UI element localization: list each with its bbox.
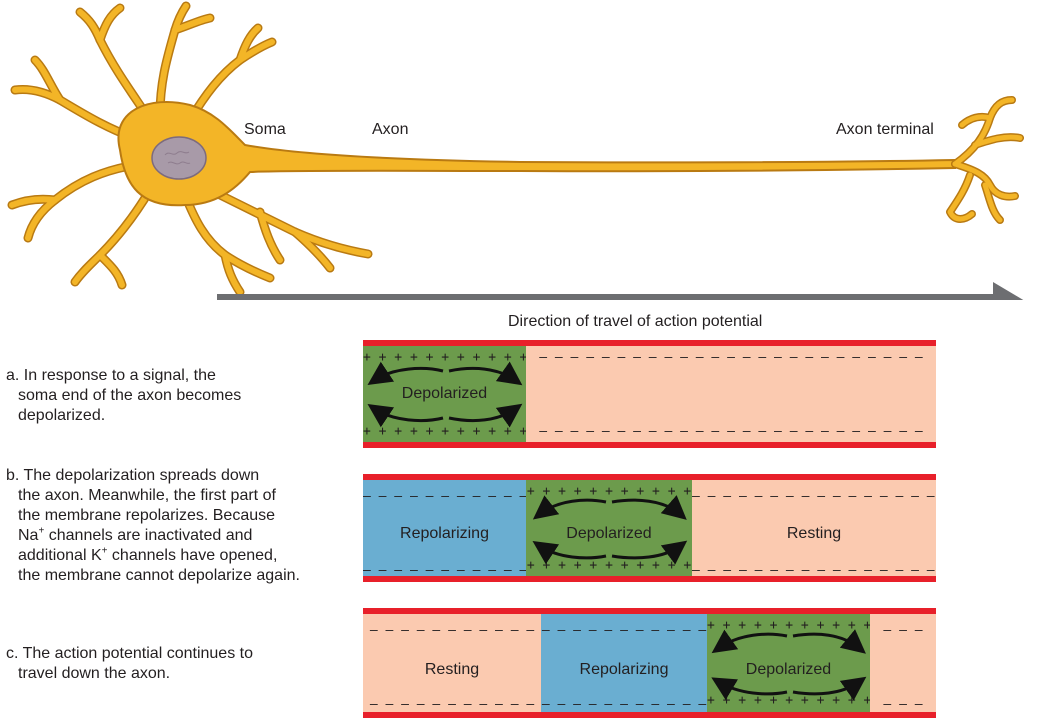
axon-label: Axon bbox=[372, 121, 409, 138]
charges-top: + + + + + + + + + + + bbox=[363, 351, 526, 364]
step-b-text: additional K bbox=[18, 547, 102, 564]
charges-bottom: — — — — — — — — — — — bbox=[363, 564, 526, 577]
charges-bottom: — — — — — — — — — — — — — — — — — — — — … bbox=[692, 564, 936, 577]
step-b-line: Na+ channels are inactivated and bbox=[6, 526, 300, 546]
axon-terminal-branches bbox=[946, 96, 1024, 224]
soma-label: Soma bbox=[244, 121, 286, 138]
step-c-line: c. The action potential continues to bbox=[6, 645, 253, 662]
axon-strip-c: — — — — — — — — — — — — — — — — — — — — … bbox=[363, 608, 936, 718]
resting-region: — — — — — — — — — — — — — — — — — — — — … bbox=[363, 614, 541, 712]
step-a-line: a. In response to a signal, the bbox=[6, 367, 216, 384]
charges-top: — — — — — — — — — — — — — — — — — — — — … bbox=[539, 351, 923, 364]
axon-strip-b: — — — — — — — — — — — — — — — — — — — — … bbox=[363, 474, 936, 582]
membrane-top bbox=[363, 340, 936, 346]
depolarized-region: + + + + + + + + + + + + + + + + + + + + … bbox=[526, 480, 692, 576]
axon-strip-a: + + + + + + + + + + + + + + + + + + + + … bbox=[363, 340, 936, 448]
neuron-dendrites bbox=[7, 1, 373, 297]
resting-charges-region: — — — — — — — — — — — — — — — — — — — — … bbox=[526, 346, 936, 442]
resting-region: — — — — — — bbox=[870, 614, 936, 712]
resting-label: Resting bbox=[786, 525, 842, 542]
step-a-line: soma end of the axon becomes bbox=[18, 387, 242, 404]
resting-region: — — — — — — — — — — — — — — — — — — — — … bbox=[692, 480, 936, 577]
depolarized-region: + + + + + + + + + + + + + + + + + + + + … bbox=[363, 346, 526, 442]
step-b-line: the axon. Meanwhile, the first part of bbox=[18, 487, 276, 504]
current-arrows bbox=[367, 361, 523, 428]
sodium-symbol: Na bbox=[18, 527, 39, 544]
charges-top: — — — — — — — — — — — bbox=[541, 624, 707, 637]
step-b-text: channels have opened, bbox=[107, 547, 278, 564]
step-b-line: the membrane repolarizes. Because bbox=[18, 507, 276, 524]
current-arrows bbox=[532, 495, 688, 565]
charges-top: — — — — — — — — — — — bbox=[363, 490, 526, 503]
step-b-text: channels are inactivated and bbox=[44, 527, 253, 544]
charges-top: + + + + + + + + + + + bbox=[526, 485, 692, 498]
resting-label: Resting bbox=[424, 661, 480, 678]
membrane-top bbox=[363, 474, 936, 480]
step-c-line: travel down the axon. bbox=[18, 665, 171, 682]
charges-bottom: + + + + + + + + + + + bbox=[363, 425, 526, 438]
charges-bottom: + + + + + + + + + + + bbox=[707, 694, 870, 707]
charges-top: — — — — — — — — — — — — — — — — — — — — … bbox=[692, 490, 936, 503]
repolarizing-region: — — — — — — — — — — — — — — — — — — — — … bbox=[541, 614, 707, 712]
charges-bottom: — — — — — — — — — — — bbox=[541, 698, 707, 711]
charges-bottom: — — — bbox=[883, 698, 923, 711]
repolarizing-label: Repolarizing bbox=[579, 661, 669, 678]
nucleus bbox=[151, 136, 207, 180]
membrane-bottom bbox=[363, 712, 936, 718]
charges-top: — — — bbox=[883, 624, 923, 637]
charge-superscript: + bbox=[38, 525, 45, 537]
depolarized-region: + + + + + + + + + + + + + + + + + + + + … bbox=[707, 614, 870, 712]
step-a-line: depolarized. bbox=[18, 407, 106, 424]
step-c-description: c. The action potential continues to tra… bbox=[6, 644, 253, 684]
depolarized-label: Depolarized bbox=[566, 525, 652, 542]
charges-bottom: + + + + + + + + + + + bbox=[526, 559, 692, 572]
step-b-line: additional K+ channels have opened, bbox=[6, 546, 300, 566]
membrane-top bbox=[363, 608, 936, 614]
step-b-line: the membrane cannot depolarize again. bbox=[18, 567, 300, 584]
step-b-description: b. The depolarization spreads down the a… bbox=[6, 466, 300, 586]
step-a-description: a. In response to a signal, the soma end… bbox=[6, 366, 241, 426]
step-b-line: b. The depolarization spreads down bbox=[6, 467, 260, 484]
direction-label: Direction of travel of action potential bbox=[508, 313, 763, 330]
charges-bottom: — — — — — — — — — — — — — — — — — — — — … bbox=[539, 425, 923, 438]
charge-superscript: + bbox=[101, 545, 108, 557]
repolarizing-label: Repolarizing bbox=[400, 525, 489, 542]
soma-body bbox=[117, 101, 956, 207]
charges-top: + + + + + + + + + + + bbox=[707, 619, 870, 632]
depolarized-label: Depolarized bbox=[745, 661, 832, 678]
repolarizing-region: — — — — — — — — — — — — — — — — — — — — … bbox=[363, 480, 526, 577]
direction-arrow bbox=[217, 282, 1024, 300]
current-arrows bbox=[711, 629, 867, 701]
neuron-illustration bbox=[7, 1, 1024, 300]
membrane-bottom bbox=[363, 576, 936, 582]
axon-terminal-label: Axon terminal bbox=[836, 121, 934, 138]
depolarized-label: Depolarized bbox=[401, 385, 488, 402]
charges-top: — — — — — — — — — — — bbox=[369, 624, 535, 637]
membrane-bottom bbox=[363, 442, 936, 448]
charges-bottom: — — — — — — — — — — — bbox=[369, 698, 535, 711]
nucleus-texture bbox=[164, 151, 191, 165]
